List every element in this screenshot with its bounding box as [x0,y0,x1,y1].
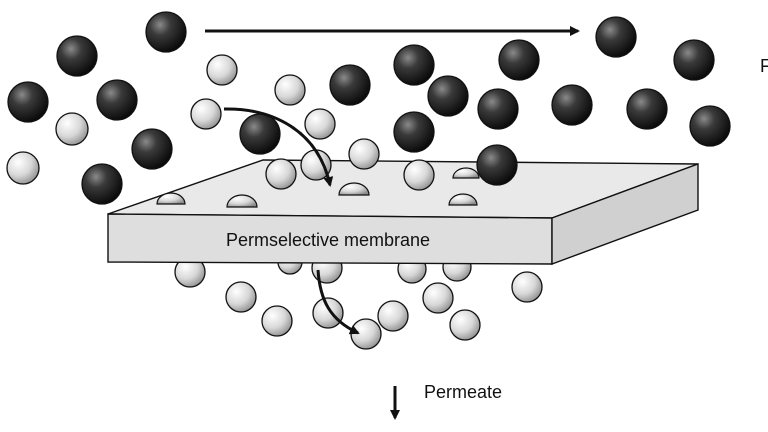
permeate-particle [377,300,409,332]
large-particle [131,128,173,170]
large-particle [96,79,138,121]
small-particle [274,74,306,106]
large-particle [595,16,637,58]
large-particle [689,105,731,147]
membrane-side-face [551,162,699,266]
large-particle [239,113,281,155]
membrane-label: Permselective membrane [226,230,430,250]
small-particle [403,159,435,191]
permeate-particle [449,309,481,341]
large-particle [329,64,371,106]
feed-particles [6,11,731,205]
large-particle [477,88,519,130]
small-particle [265,158,297,190]
small-particle [304,108,336,140]
large-particle [7,81,49,123]
large-particle [626,88,668,130]
permeate-particle [350,318,382,350]
edge-label: F [760,56,768,76]
embedded-particles [156,167,480,208]
small-particle [348,138,380,170]
small-particle [55,112,89,146]
small-particle [6,151,40,185]
permeate-particles [174,249,543,350]
large-particle [427,75,469,117]
large-particle [56,35,98,77]
large-particle [393,44,435,86]
embedded-particle [338,182,370,196]
permeation-arrow-upper [223,107,334,187]
permeate-indicator: Permeate [390,382,502,420]
permselective-membrane: Permselective membrane [107,159,699,266]
large-particle [476,144,518,186]
permeate-label: Permeate [424,382,502,402]
permeate-particle [511,271,543,303]
large-particle [498,39,540,81]
permeate-particle [225,281,257,313]
permeate-particle [422,282,454,314]
large-particle [81,163,123,205]
embedded-particle [452,167,480,179]
permeation-arrow-lower [316,269,360,335]
embedded-particle [226,194,258,208]
embedded-particle [448,193,478,206]
small-particle [206,54,238,86]
permeate-particle [261,305,293,337]
large-particle [393,111,435,153]
small-particle [190,98,222,130]
large-particle [551,84,593,126]
permeate-particle [312,297,344,329]
large-particle [145,11,187,53]
large-particle [673,39,715,81]
embedded-particle [156,192,186,205]
